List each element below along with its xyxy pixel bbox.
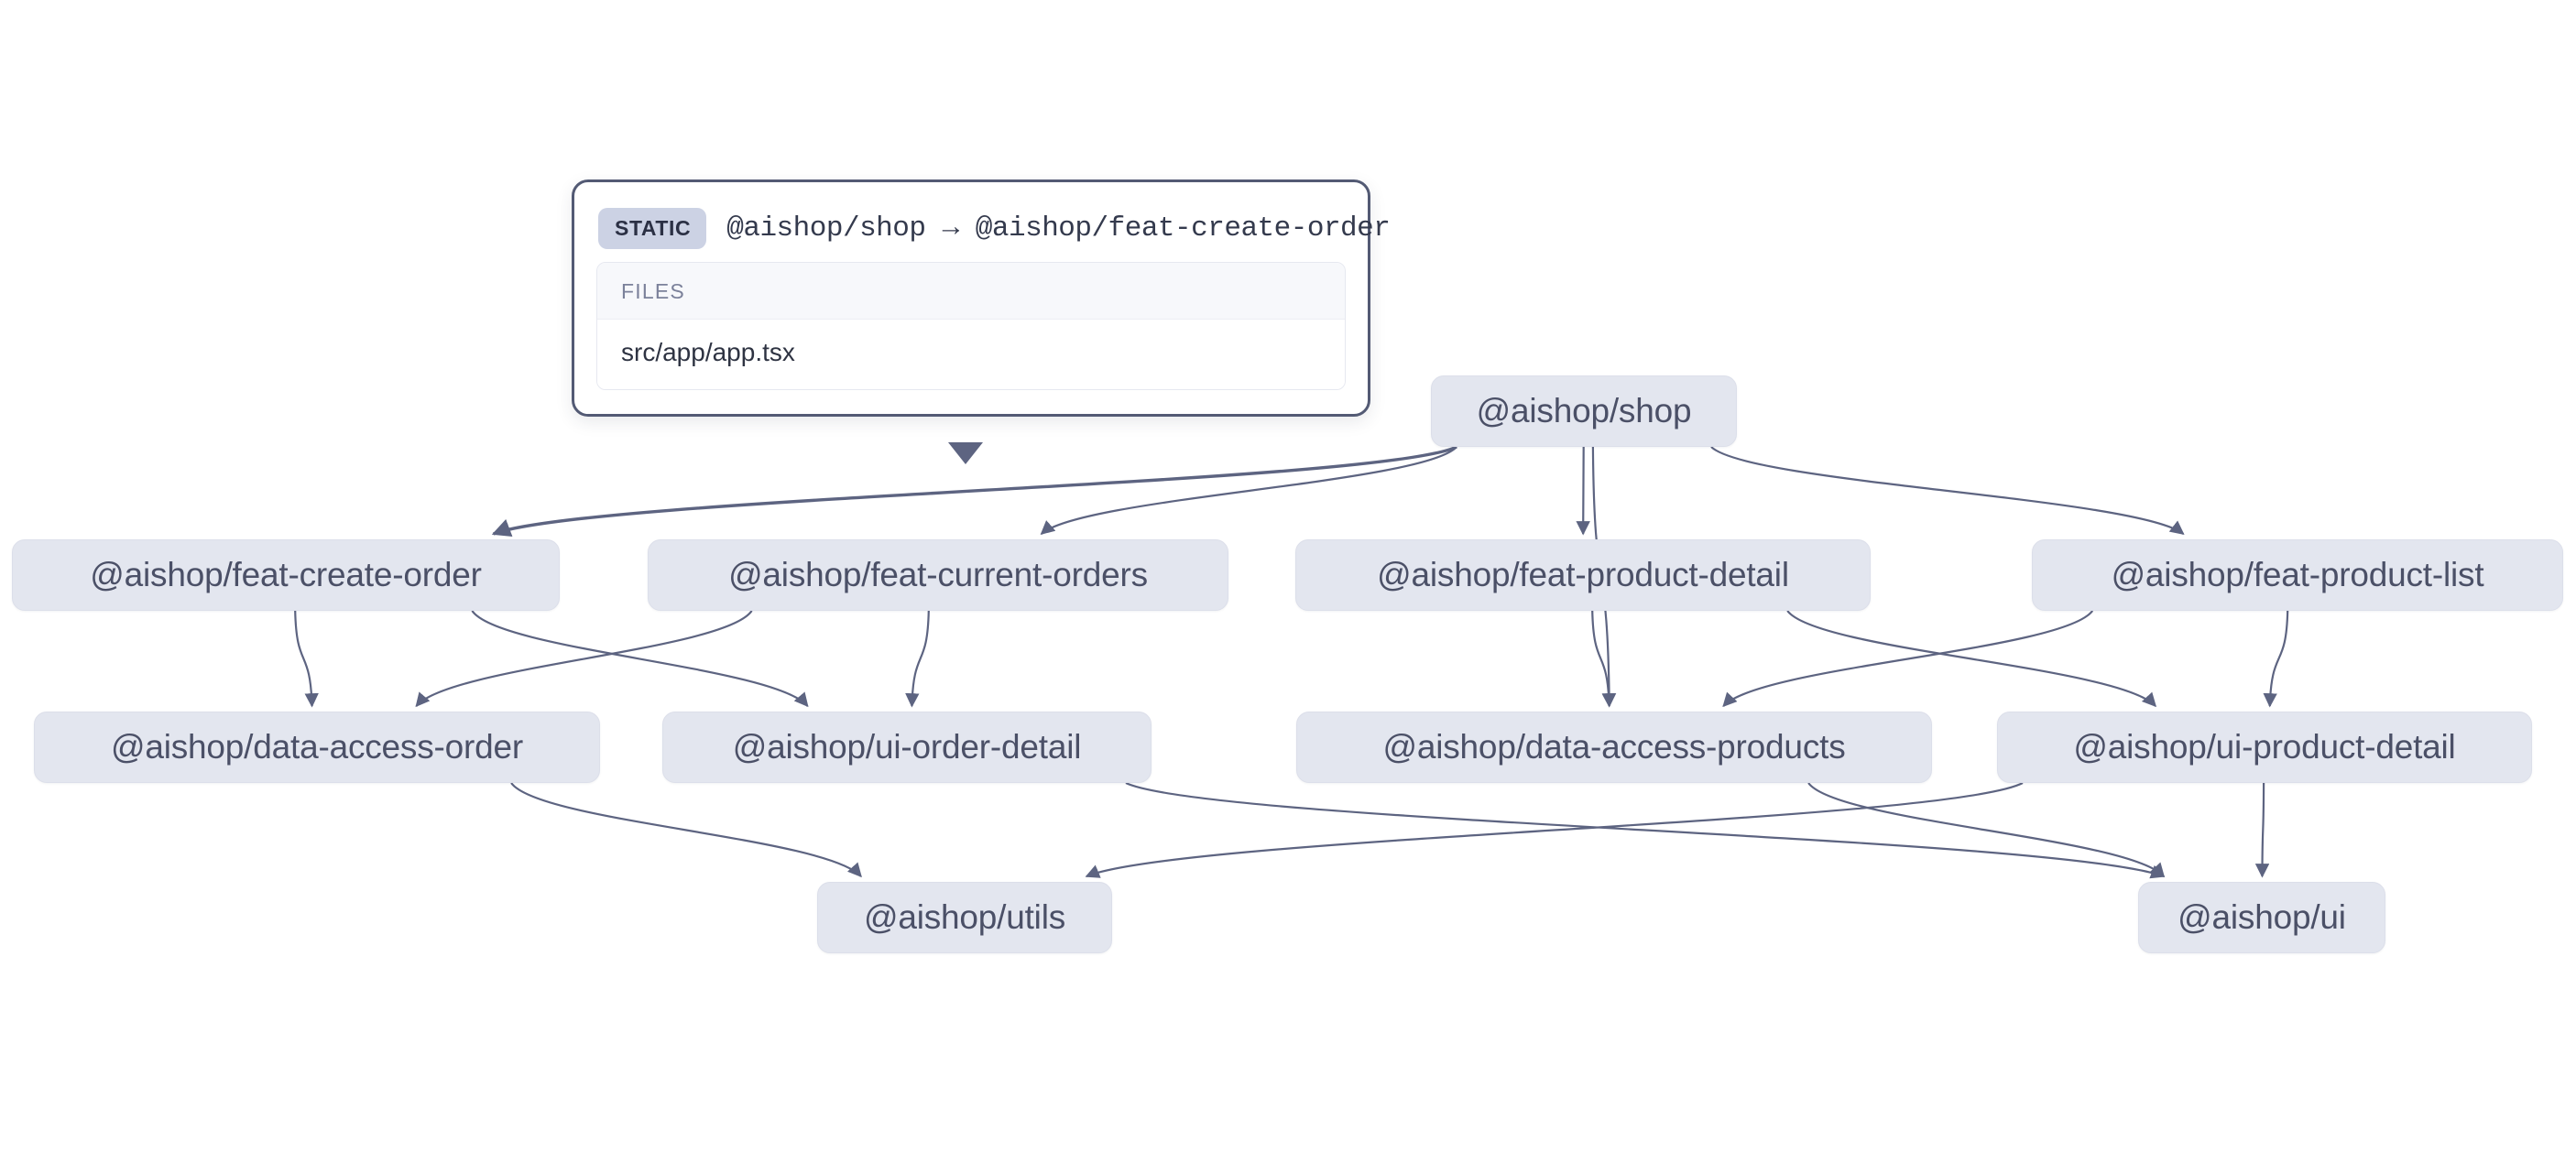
tooltip-pointer-icon <box>948 442 983 464</box>
graph-edge-data-access-order-to-utils[interactable] <box>510 782 862 878</box>
graph-edge-data-access-products-to-ui[interactable] <box>1807 782 2166 878</box>
graph-edge-feat-current-orders-to-ui-order-detail[interactable] <box>905 610 930 708</box>
graph-node-label: @aishop/utils <box>863 898 1066 936</box>
graph-edge-feat-create-order-to-ui-order-detail[interactable] <box>471 610 809 708</box>
graph-node-shop[interactable]: @aishop/shop <box>1431 375 1737 447</box>
graph-edge-shop-to-feat-product-detail[interactable] <box>1576 446 1590 536</box>
graph-node-label: @aishop/data-access-products <box>1382 728 1846 766</box>
graph-edge-ui-product-detail-to-ui[interactable] <box>2254 782 2270 878</box>
graph-node-label: @aishop/feat-product-detail <box>1377 556 1789 593</box>
tooltip-files-panel: FILES src/app/app.tsx <box>596 262 1346 390</box>
graph-node-label: @aishop/feat-create-order <box>90 556 482 593</box>
file-row[interactable]: src/app/app.tsx <box>597 320 1345 389</box>
graph-edge-feat-product-list-to-ui-product-detail[interactable] <box>2263 610 2289 708</box>
graph-edge-feat-product-detail-to-ui-product-detail[interactable] <box>1786 610 2157 708</box>
graph-node-ui-order-detail[interactable]: @aishop/ui-order-detail <box>662 712 1152 783</box>
graph-node-feat-current-orders[interactable]: @aishop/feat-current-orders <box>648 539 1228 611</box>
graph-node-ui-product-detail[interactable]: @aishop/ui-product-detail <box>1997 712 2532 783</box>
graph-node-label: @aishop/ui-order-detail <box>732 728 1082 766</box>
graph-node-label: @aishop/ui-product-detail <box>2073 728 2456 766</box>
dependency-tooltip-card[interactable]: STATIC @aishop/shop → @aishop/feat-creat… <box>572 179 1391 417</box>
graph-node-data-access-order[interactable]: @aishop/data-access-order <box>34 712 600 783</box>
graph-node-data-access-products[interactable]: @aishop/data-access-products <box>1296 712 1932 783</box>
graph-node-label: @aishop/feat-current-orders <box>728 556 1148 593</box>
graph-edge-ui-product-detail-to-utils[interactable] <box>1085 782 2024 878</box>
graph-edge-ui-order-detail-to-ui[interactable] <box>1125 782 2166 879</box>
graph-edge-feat-product-detail-to-data-access-products[interactable] <box>1591 610 1616 708</box>
graph-node-label: @aishop/shop <box>1476 392 1692 429</box>
graph-edge-feat-product-list-to-data-access-products[interactable] <box>1722 610 2094 708</box>
tooltip-title: @aishop/shop → @aishop/feat-create-order <box>726 212 1391 245</box>
files-list: src/app/app.tsx <box>597 320 1345 389</box>
graph-edge-feat-create-order-to-data-access-order[interactable] <box>294 610 319 708</box>
graph-edge-feat-current-orders-to-data-access-order[interactable] <box>415 610 753 708</box>
graph-node-feat-product-list[interactable]: @aishop/feat-product-list <box>2032 539 2563 611</box>
static-badge: STATIC <box>598 208 707 249</box>
graph-node-feat-create-order[interactable]: @aishop/feat-create-order <box>12 539 560 611</box>
graph-node-feat-product-detail[interactable]: @aishop/feat-product-detail <box>1295 539 1871 611</box>
files-header-label: FILES <box>597 263 1345 320</box>
graph-edge-shop-to-feat-product-list[interactable] <box>1710 446 2185 535</box>
graph-node-ui[interactable]: @aishop/ui <box>2138 882 2385 953</box>
graph-node-label: @aishop/data-access-order <box>110 728 524 766</box>
tooltip-header: STATIC @aishop/shop → @aishop/feat-creat… <box>596 202 1391 262</box>
graph-node-utils[interactable]: @aishop/utils <box>817 882 1112 953</box>
graph-node-label: @aishop/ui <box>2178 898 2346 936</box>
graph-node-label: @aishop/feat-product-list <box>2111 556 2484 593</box>
graph-edge-shop-to-feat-current-orders[interactable] <box>1040 446 1457 536</box>
